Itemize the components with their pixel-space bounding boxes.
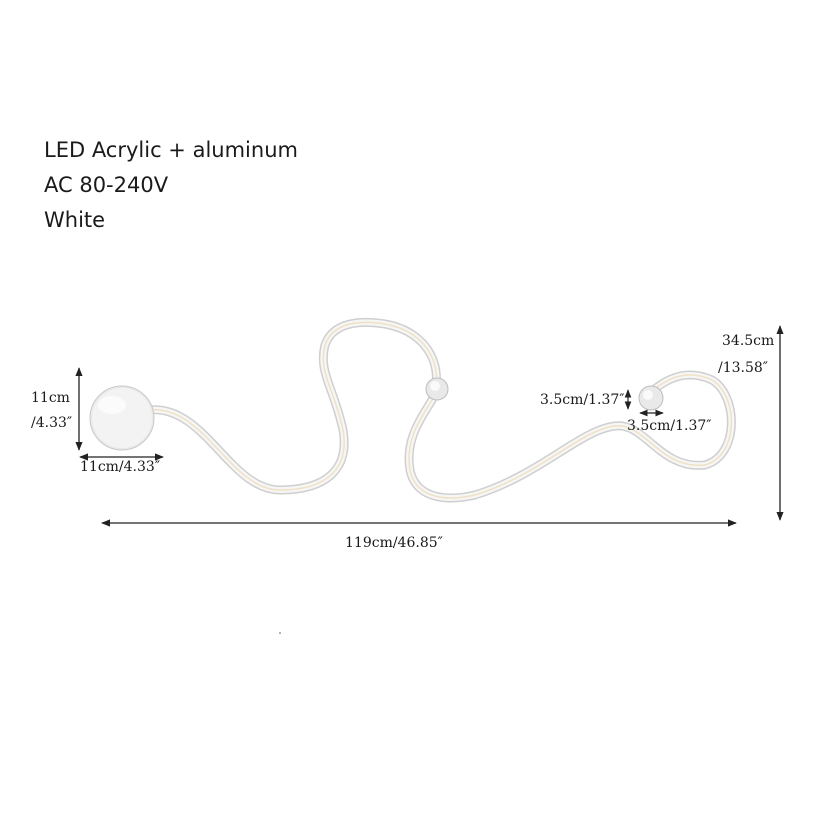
end-cap-disc: [638, 385, 664, 411]
base-height-cm-label: 11cm: [31, 390, 70, 406]
speck-dot: [279, 632, 281, 634]
end-cap-width-label: 3.5cm/1.37″: [627, 418, 712, 434]
base-width-label: 11cm/4.33″: [80, 459, 161, 475]
total-height-cm-label: 34.5cm: [722, 333, 775, 349]
material-spec: LED Acrylic + aluminum: [44, 138, 298, 162]
color-spec: White: [44, 208, 106, 232]
total-width-label: 119cm/46.85″: [345, 535, 443, 551]
middle-mount-disc: [425, 377, 449, 401]
wall-base-disc: [89, 385, 155, 451]
led-tube-glow: [149, 321, 733, 499]
base-height-in-label: /4.33″: [31, 415, 73, 431]
voltage-spec: AC 80-240V: [44, 173, 169, 197]
total-height-in-label: /13.58″: [718, 360, 769, 376]
end-cap-height-label: 3.5cm/1.37″: [540, 392, 625, 408]
led-tube-body: [147, 319, 735, 501]
led-tube: [145, 317, 736, 503]
